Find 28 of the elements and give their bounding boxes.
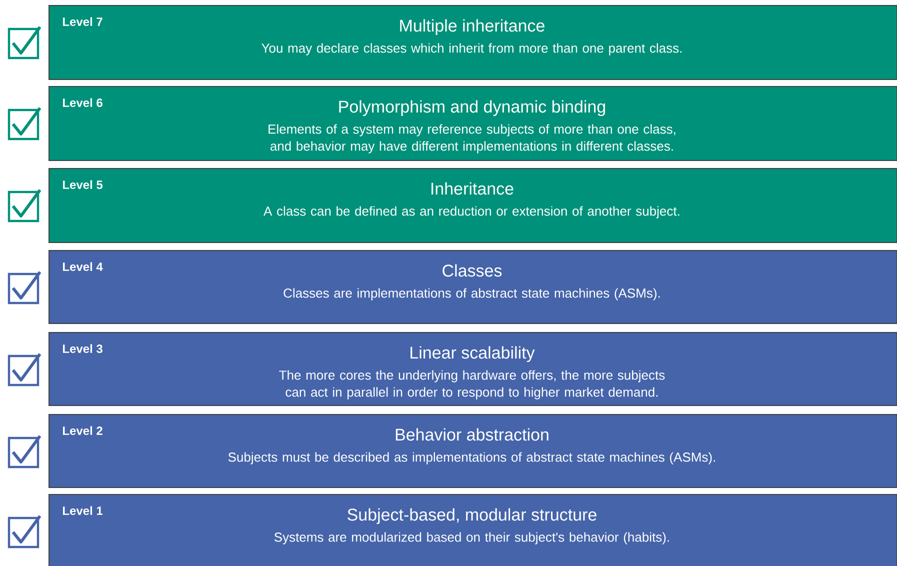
level-band [48, 86, 897, 161]
level-label: Level 1 [63, 506, 103, 515]
level-band [48, 250, 897, 324]
band-description: A class can be defined as an reduction or extension of another subject. [264, 206, 680, 218]
level-label: Level 2 [63, 426, 102, 435]
band-description: Elements of a system may reference subjects of more than one class, and behavior may have different implementations in different classes. [268, 124, 676, 154]
level-label: Level 3 [63, 344, 102, 354]
level-band [48, 332, 897, 406]
band-title: Behavior abstraction [396, 428, 548, 441]
band-title: Classes [442, 264, 502, 277]
level-band [48, 414, 897, 488]
band-title: Linear scalability [410, 346, 535, 362]
level-label: Level 7 [63, 17, 102, 26]
level-band [48, 168, 897, 243]
band-description: Classes are implementations of abstract state machines (ASMs). [284, 288, 660, 300]
level-band [48, 494, 897, 566]
level-label: Level 4 [63, 262, 103, 271]
band-description: The more cores the underlying hardware offers, the more subjects can act in parallel in order to respond to higher market demand. [279, 370, 665, 400]
band-title: Inheritance [432, 182, 514, 195]
band-title: Polymorphism and dynamic binding [339, 100, 606, 116]
band-description: Systems are modularized based on their subject's behavior (habits). [274, 532, 669, 544]
band-description: Subjects must be described as implementations of abstract state machines (ASMs). [228, 452, 715, 464]
level-band [48, 5, 897, 80]
level-label: Level 6 [63, 98, 102, 107]
band-title: Multiple inheritance [400, 19, 544, 36]
band-title: Subject-based, modular structure [348, 508, 596, 524]
band-description: You may declare classes which inherit from more than one parent class. [262, 43, 682, 56]
level-label: Level 5 [63, 180, 103, 189]
